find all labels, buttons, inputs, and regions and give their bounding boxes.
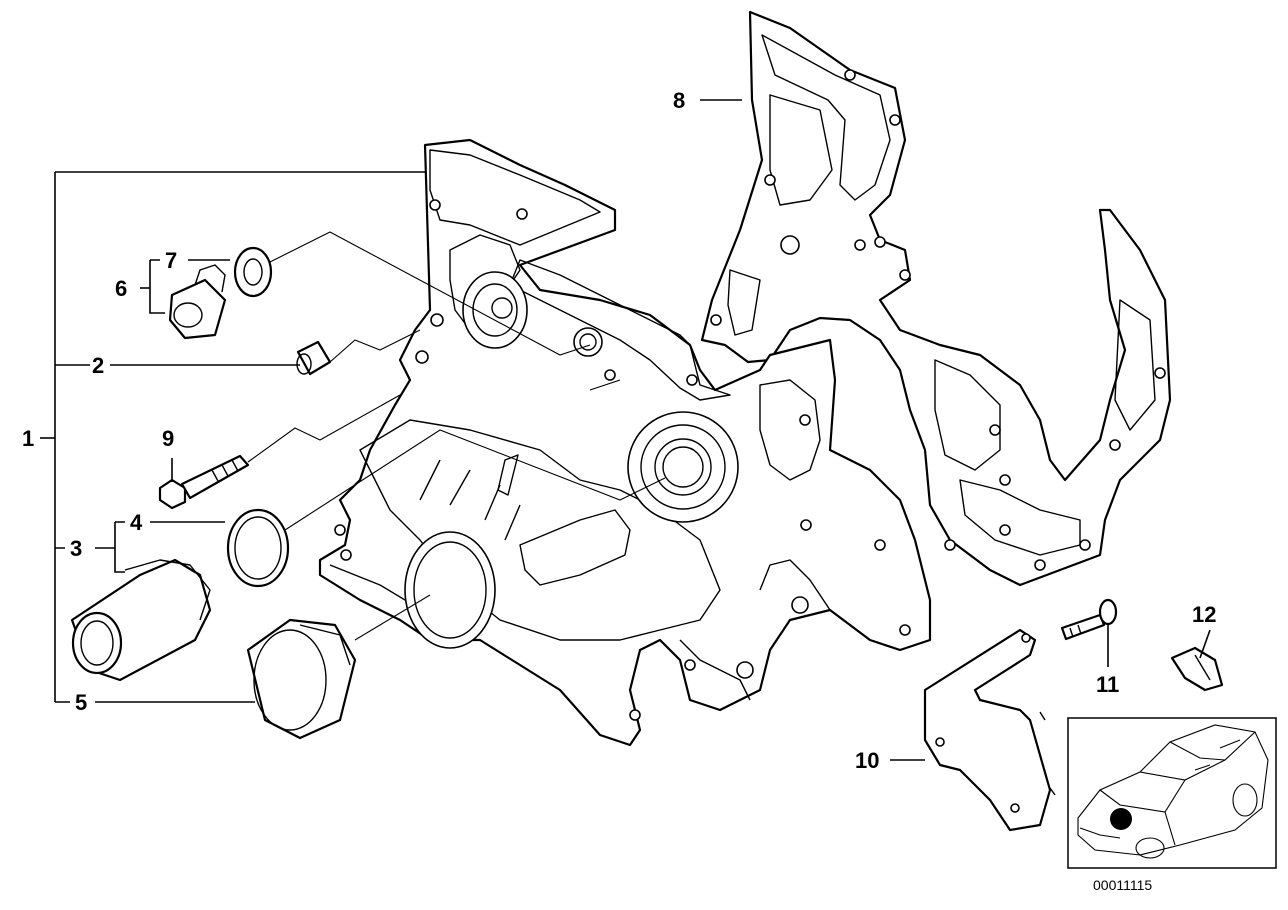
gasket-ring-4[interactable] xyxy=(226,508,290,588)
leader-lines xyxy=(40,99,1211,761)
callout-1: 1 xyxy=(22,426,34,451)
car-outline xyxy=(1077,724,1269,859)
callout-3: 3 xyxy=(70,536,82,561)
clip-12[interactable] xyxy=(1170,646,1224,692)
timing-case-cover[interactable] xyxy=(318,138,932,747)
bolt-11[interactable] xyxy=(1060,598,1118,641)
image-code: 00011115 xyxy=(1093,877,1152,893)
callout-labels: 1 2 3 4 5 6 7 8 9 10 11 12 xyxy=(22,88,1216,773)
callout-6: 6 xyxy=(115,276,127,301)
callout-4: 4 xyxy=(130,510,143,535)
callout-10: 10 xyxy=(855,748,879,773)
callout-9: 9 xyxy=(162,426,174,451)
water-outlet-pipe[interactable] xyxy=(70,558,212,682)
callout-5: 5 xyxy=(75,690,87,715)
sleeve-5[interactable] xyxy=(246,618,357,740)
locator-dot xyxy=(1110,808,1132,830)
dowel-sleeve[interactable] xyxy=(296,340,332,376)
bracket-10[interactable] xyxy=(923,628,1056,832)
callout-2: 2 xyxy=(92,353,104,378)
sealing-ring-7[interactable] xyxy=(233,246,273,298)
callout-12: 12 xyxy=(1192,602,1216,627)
vehicle-locator-inset xyxy=(1067,717,1277,869)
callout-7: 7 xyxy=(165,248,177,273)
screw-plug[interactable] xyxy=(168,264,227,340)
hex-bolt-9[interactable] xyxy=(158,454,250,510)
assembly-lines xyxy=(247,231,666,641)
callout-8: 8 xyxy=(673,88,685,113)
timing-cover-gasket[interactable] xyxy=(700,10,1172,587)
callout-11: 11 xyxy=(1096,672,1119,697)
